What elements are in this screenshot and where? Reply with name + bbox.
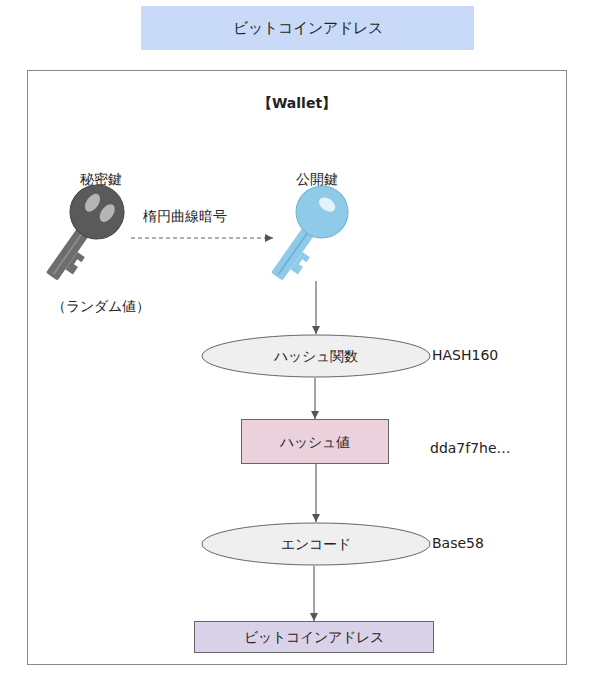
side-note: dda7f7he…: [430, 440, 511, 456]
key-head: [286, 176, 358, 248]
key-hole: [82, 191, 103, 214]
frame-heading: 【Wallet】: [28, 95, 566, 111]
key-groove: [278, 230, 309, 274]
node-text: ハッシュ関数: [274, 348, 358, 364]
key-teeth: [290, 252, 309, 274]
side-note: HASH160: [432, 347, 498, 363]
key-shaft: [46, 220, 94, 280]
node-text: エンコード: [281, 536, 351, 552]
private-key: 秘密鍵（ランダム値）: [71, 166, 131, 316]
ellipse-shape: [202, 523, 430, 565]
key-head: [59, 174, 134, 249]
key-hole: [316, 195, 338, 215]
node-text: ビットコインアドレス: [244, 629, 384, 645]
private-key-illustration: [30, 174, 135, 292]
ellipse-shape: [202, 335, 430, 377]
side-note: Base58: [432, 535, 484, 551]
value-box: ハッシュ値: [241, 419, 389, 464]
title-band: ビットコインアドレス: [141, 6, 474, 50]
key-name: 公開鍵: [296, 171, 338, 187]
key-shaft: [271, 220, 319, 280]
connector-arrow: [315, 464, 316, 522]
diagram-title: ビットコインアドレス: [233, 19, 383, 38]
connector-arrow: [313, 566, 314, 621]
connector-arrow: [315, 281, 316, 334]
key-name: 秘密鍵: [80, 171, 122, 187]
key-groove: [53, 230, 84, 274]
edge-label: 楕円曲線暗号: [143, 208, 227, 224]
connector-arrow: [131, 237, 273, 238]
wallet-frame: 【Wallet】秘密鍵（ランダム値）公開鍵ハッシュ関数ハッシュ値エンコードビット…: [27, 70, 567, 665]
key-hole: [97, 201, 118, 224]
process-ellipse: ハッシュ関数: [201, 334, 431, 378]
process-ellipse: エンコード: [201, 522, 431, 566]
key-teeth: [65, 252, 84, 274]
connector-arrow: [314, 378, 315, 419]
key-note: （ランダム値）: [52, 298, 150, 314]
public-key: 公開鍵: [273, 166, 361, 281]
public-key-illustration: [255, 176, 358, 292]
result-box: ビットコインアドレス: [194, 621, 434, 653]
node-text: ハッシュ値: [280, 434, 350, 450]
